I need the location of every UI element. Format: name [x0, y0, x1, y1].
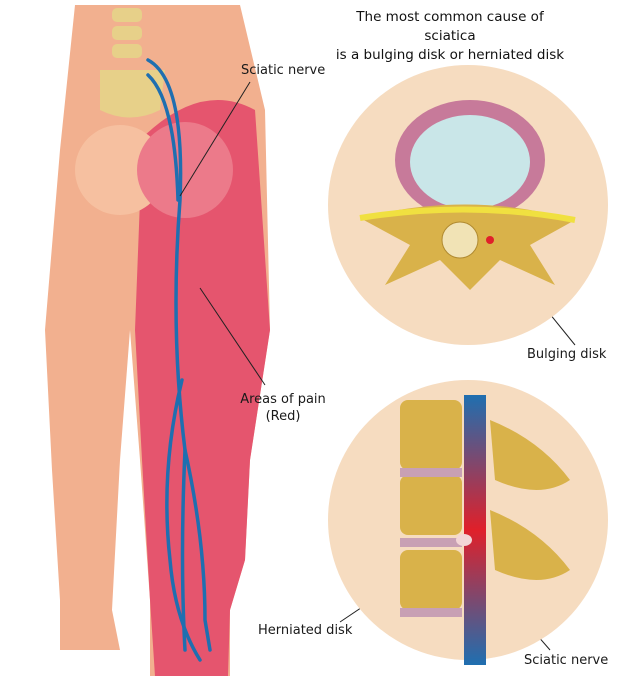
headline: The most common cause of sciatica is a b… [330, 8, 570, 65]
headline-line-1: The most common cause of sciatica [356, 9, 544, 44]
headline-line-2: is a bulging disk or herniated disk [335, 47, 565, 63]
label-herniated-disk: Herniated disk [258, 623, 353, 638]
label-sciatic-nerve-bottom: Sciatic nerve [524, 653, 609, 668]
herniated-disk-inset [328, 380, 608, 665]
bulging-disk-inset [328, 65, 608, 345]
sciatic-nerve-path [146, 58, 212, 662]
label-sciatic-nerve-top: Sciatic nerve [241, 63, 326, 78]
label-areas-of-pain: Areas of pain (Red) [238, 391, 328, 425]
body-back-view [45, 5, 270, 676]
label-areas-of-pain-line2: (Red) [265, 409, 301, 424]
label-areas-of-pain-line1: Areas of pain [240, 392, 326, 407]
label-bulging-disk: Bulging disk [527, 347, 607, 362]
